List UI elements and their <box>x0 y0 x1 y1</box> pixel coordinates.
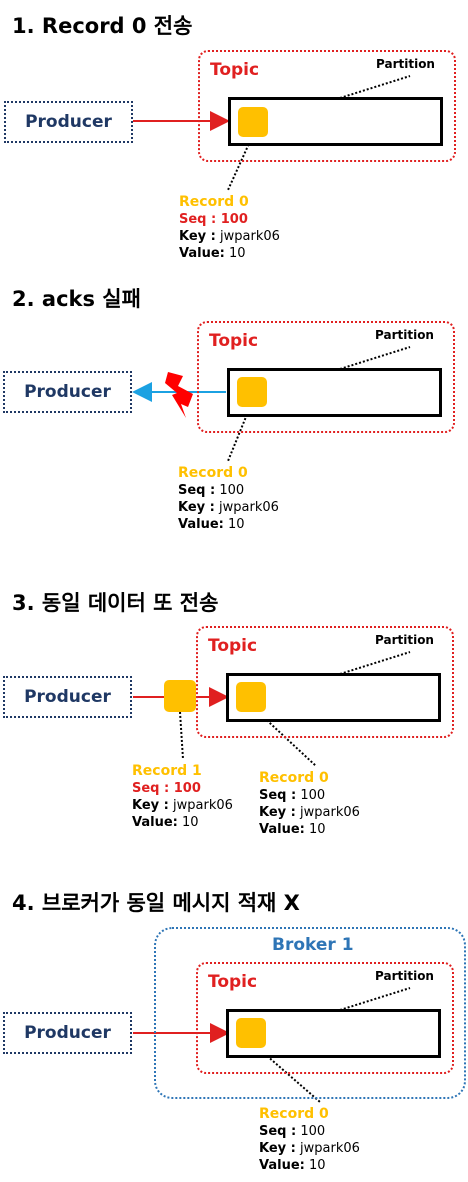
record-key: Key : jwpark06 <box>179 229 280 244</box>
producer-box-4: Producer <box>3 1012 132 1054</box>
record-seq: Seq : 100 <box>259 788 326 803</box>
record-info-1: Record 0 Seq : 100 Key : jwpark06 Value:… <box>179 194 280 262</box>
record-seq: Seq : 100 <box>178 483 245 498</box>
producer-box-1: Producer <box>4 101 133 143</box>
partition-leader-1 <box>339 75 411 99</box>
record-title: Record 0 <box>259 1106 329 1122</box>
record-key: Key : jwpark06 <box>132 798 233 813</box>
record-seq: Seq : 100 <box>179 212 248 227</box>
record-value: Value: 10 <box>259 1158 326 1173</box>
record-value: Value: 10 <box>259 822 326 837</box>
record-title: Record 0 <box>178 465 248 481</box>
record-title: Record 0 <box>259 770 329 786</box>
record-0-square-1 <box>238 107 268 137</box>
record-seq: Seq : 100 <box>259 1124 326 1139</box>
record-title: Record 0 <box>179 194 249 210</box>
record-info-2: Record 0 Seq : 100 Key : jwpark06 Value:… <box>178 465 279 533</box>
record-key: Key : jwpark06 <box>259 805 360 820</box>
topic-box-2 <box>197 321 455 433</box>
section-4-heading: 4. 브로커가 동일 메시지 적재 X <box>12 891 300 915</box>
partition-leader-4 <box>339 987 411 1011</box>
producer-box-3: Producer <box>3 676 132 718</box>
topic-box-4 <box>196 962 454 1074</box>
record1-info-3: Record 1 Seq : 100 Key : jwpark06 Value:… <box>132 763 233 831</box>
record-0-square-3 <box>236 682 266 712</box>
record-key: Key : jwpark06 <box>178 500 279 515</box>
record0-info-3: Record 0 Seq : 100 Key : jwpark06 Value:… <box>259 770 360 838</box>
partition-label-2: Partition <box>375 328 434 342</box>
partition-label-1: Partition <box>376 57 435 71</box>
producer-box-2: Producer <box>3 371 132 413</box>
topic-box-1 <box>198 50 456 162</box>
section-3-heading: 3. 동일 데이터 또 전송 <box>12 591 219 615</box>
record1-leader-3 <box>179 711 184 760</box>
record-1-square-3 <box>164 680 196 712</box>
broker-box-4 <box>154 927 466 1099</box>
topic-label-3: Topic <box>208 636 258 656</box>
record-key: Key : jwpark06 <box>259 1141 360 1156</box>
record-value: Value: 10 <box>132 815 199 830</box>
topic-label-1: Topic <box>210 60 260 80</box>
partition-leader-3 <box>339 651 411 675</box>
partition-label-4: Partition <box>375 969 434 983</box>
record-info-4: Record 0 Seq : 100 Key : jwpark06 Value:… <box>259 1106 360 1174</box>
broker-label-4: Broker 1 <box>272 935 354 955</box>
record-0-square-2 <box>237 377 267 407</box>
topic-label-4: Topic <box>208 972 258 992</box>
record-title: Record 1 <box>132 763 202 779</box>
record-value: Value: 10 <box>178 517 245 532</box>
section-2-heading: 2. acks 실패 <box>12 287 141 311</box>
record-0-square-4 <box>236 1018 266 1048</box>
topic-box-3 <box>196 626 454 738</box>
record-seq: Seq : 100 <box>132 781 201 796</box>
record-value: Value: 10 <box>179 246 246 261</box>
topic-label-2: Topic <box>209 331 259 351</box>
partition-leader-2 <box>339 346 411 370</box>
lightning-icon <box>165 372 193 418</box>
partition-label-3: Partition <box>375 633 434 647</box>
section-1-heading: 1. Record 0 전송 <box>12 14 193 38</box>
